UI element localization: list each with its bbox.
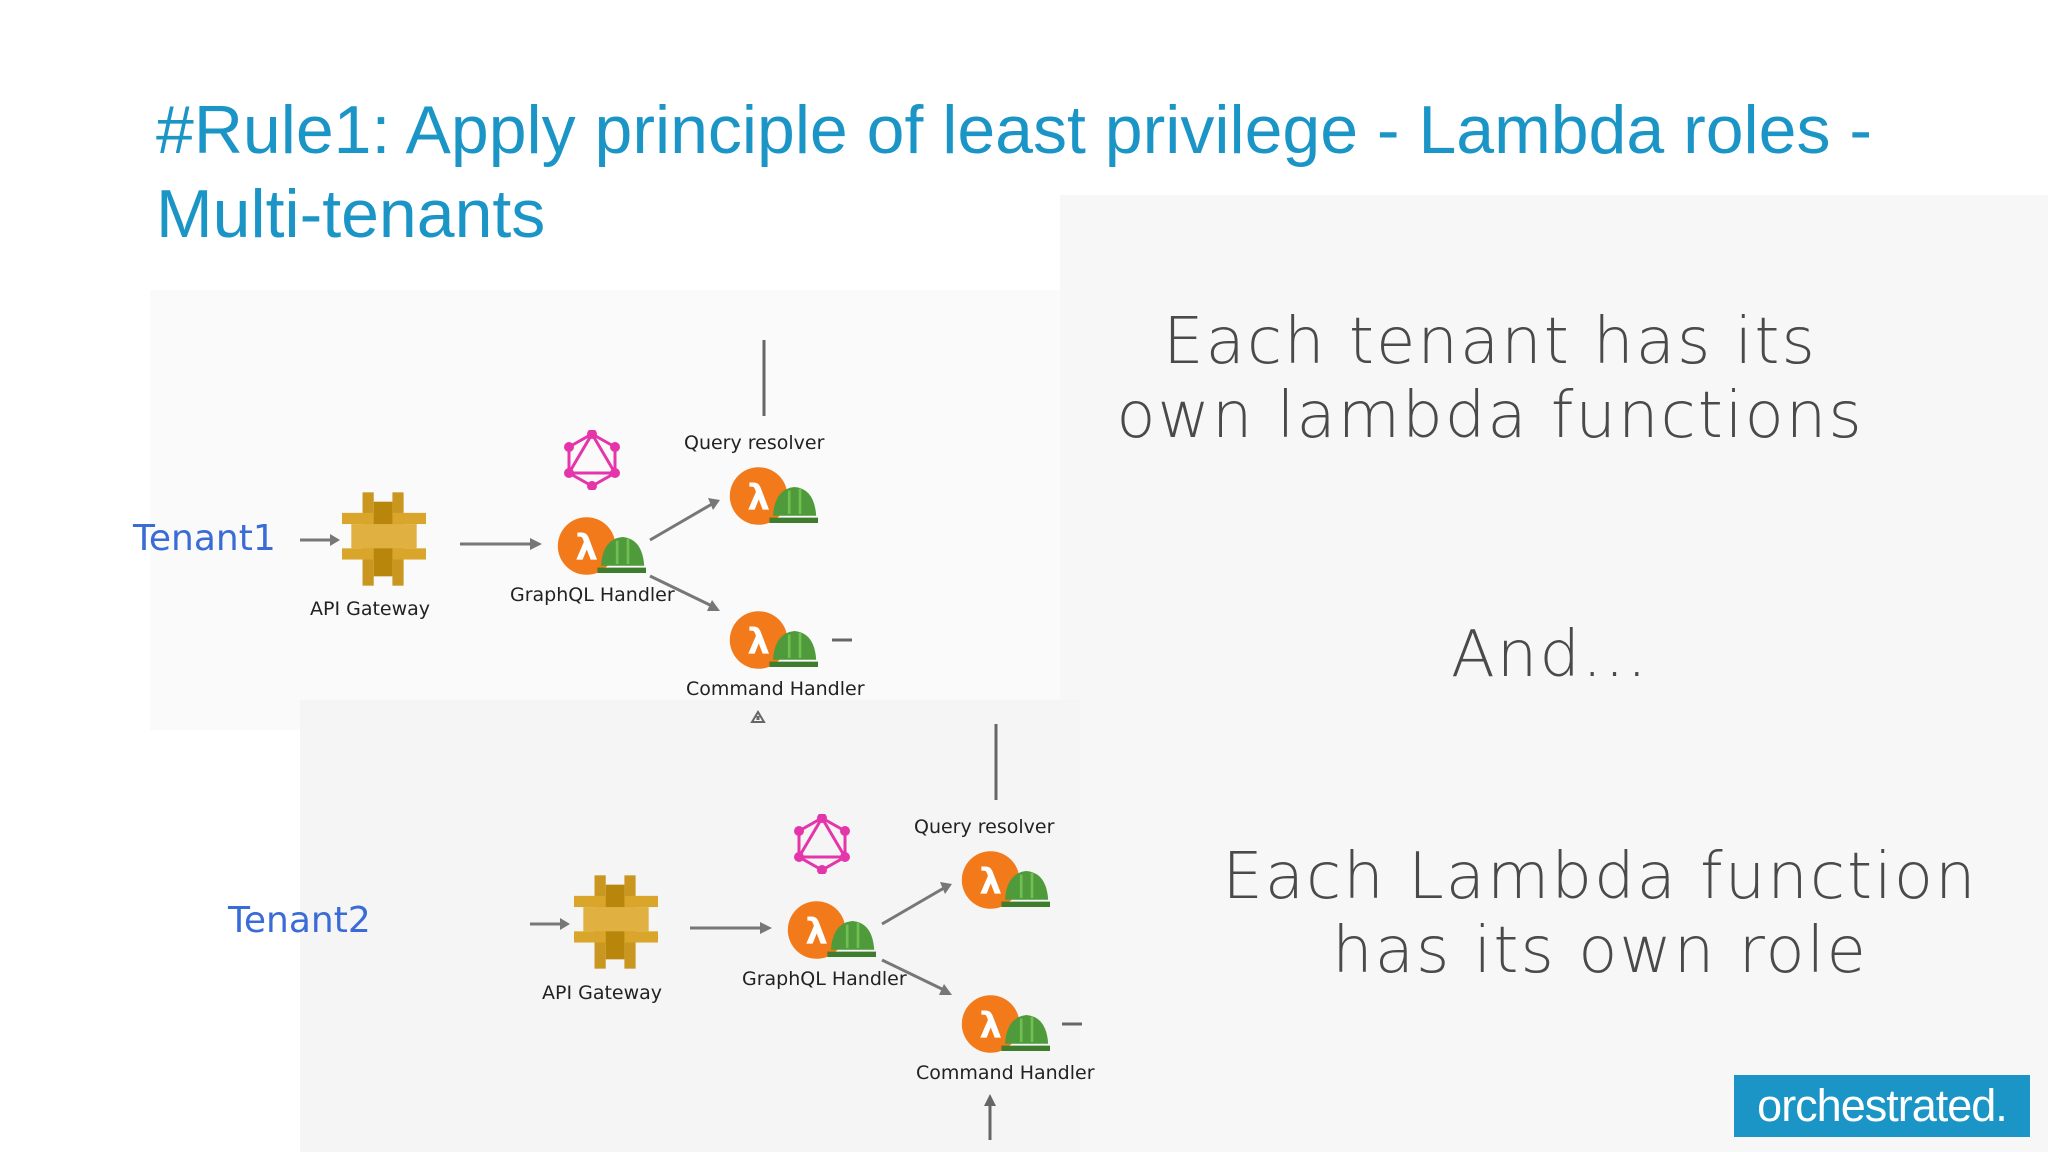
graphql-icon	[792, 814, 852, 874]
api-gateway-label: API Gateway	[542, 982, 663, 1004]
tenant2-label: Tenant2	[228, 900, 371, 941]
orchestrated-logo: orchestrated.	[1734, 1075, 2030, 1137]
command-handler-label: Command Handler	[916, 1062, 1095, 1084]
query-resolver-label: Query resolver	[914, 816, 1055, 838]
graphql-handler-label: GraphQL Handler	[742, 968, 907, 990]
note-each-tenant: Each tenant has its own lambda functions	[1116, 305, 1864, 453]
lambda-icon	[960, 993, 1050, 1055]
api-gateway-label: API Gateway	[310, 598, 431, 620]
whiteboard-right	[1060, 195, 2048, 1152]
tenant2-diagram	[530, 724, 1082, 1140]
graphql-handler-label: GraphQL Handler	[510, 584, 675, 606]
query-resolver-label: Query resolver	[684, 432, 825, 454]
lambda-icon	[728, 609, 818, 671]
command-handler-label: Command Handler	[686, 678, 865, 700]
tenant1-label: Tenant1	[133, 518, 276, 559]
graphql-icon	[562, 430, 622, 490]
api-gateway-icon	[342, 492, 426, 586]
slide-title: #Rule1: Apply principle of least privile…	[156, 92, 1873, 252]
note-and: And...	[1451, 618, 1649, 692]
api-gateway-icon	[574, 875, 658, 969]
whiteboard-top	[150, 290, 1070, 730]
lambda-icon	[728, 465, 818, 527]
tenant1-diagram	[300, 340, 852, 723]
whiteboard-bottom	[300, 700, 1080, 1152]
note-each-lambda: Each Lambda function has its own role	[1222, 840, 1978, 988]
lambda-icon	[786, 899, 876, 961]
lambda-icon	[556, 515, 646, 577]
lambda-icon	[960, 849, 1050, 911]
